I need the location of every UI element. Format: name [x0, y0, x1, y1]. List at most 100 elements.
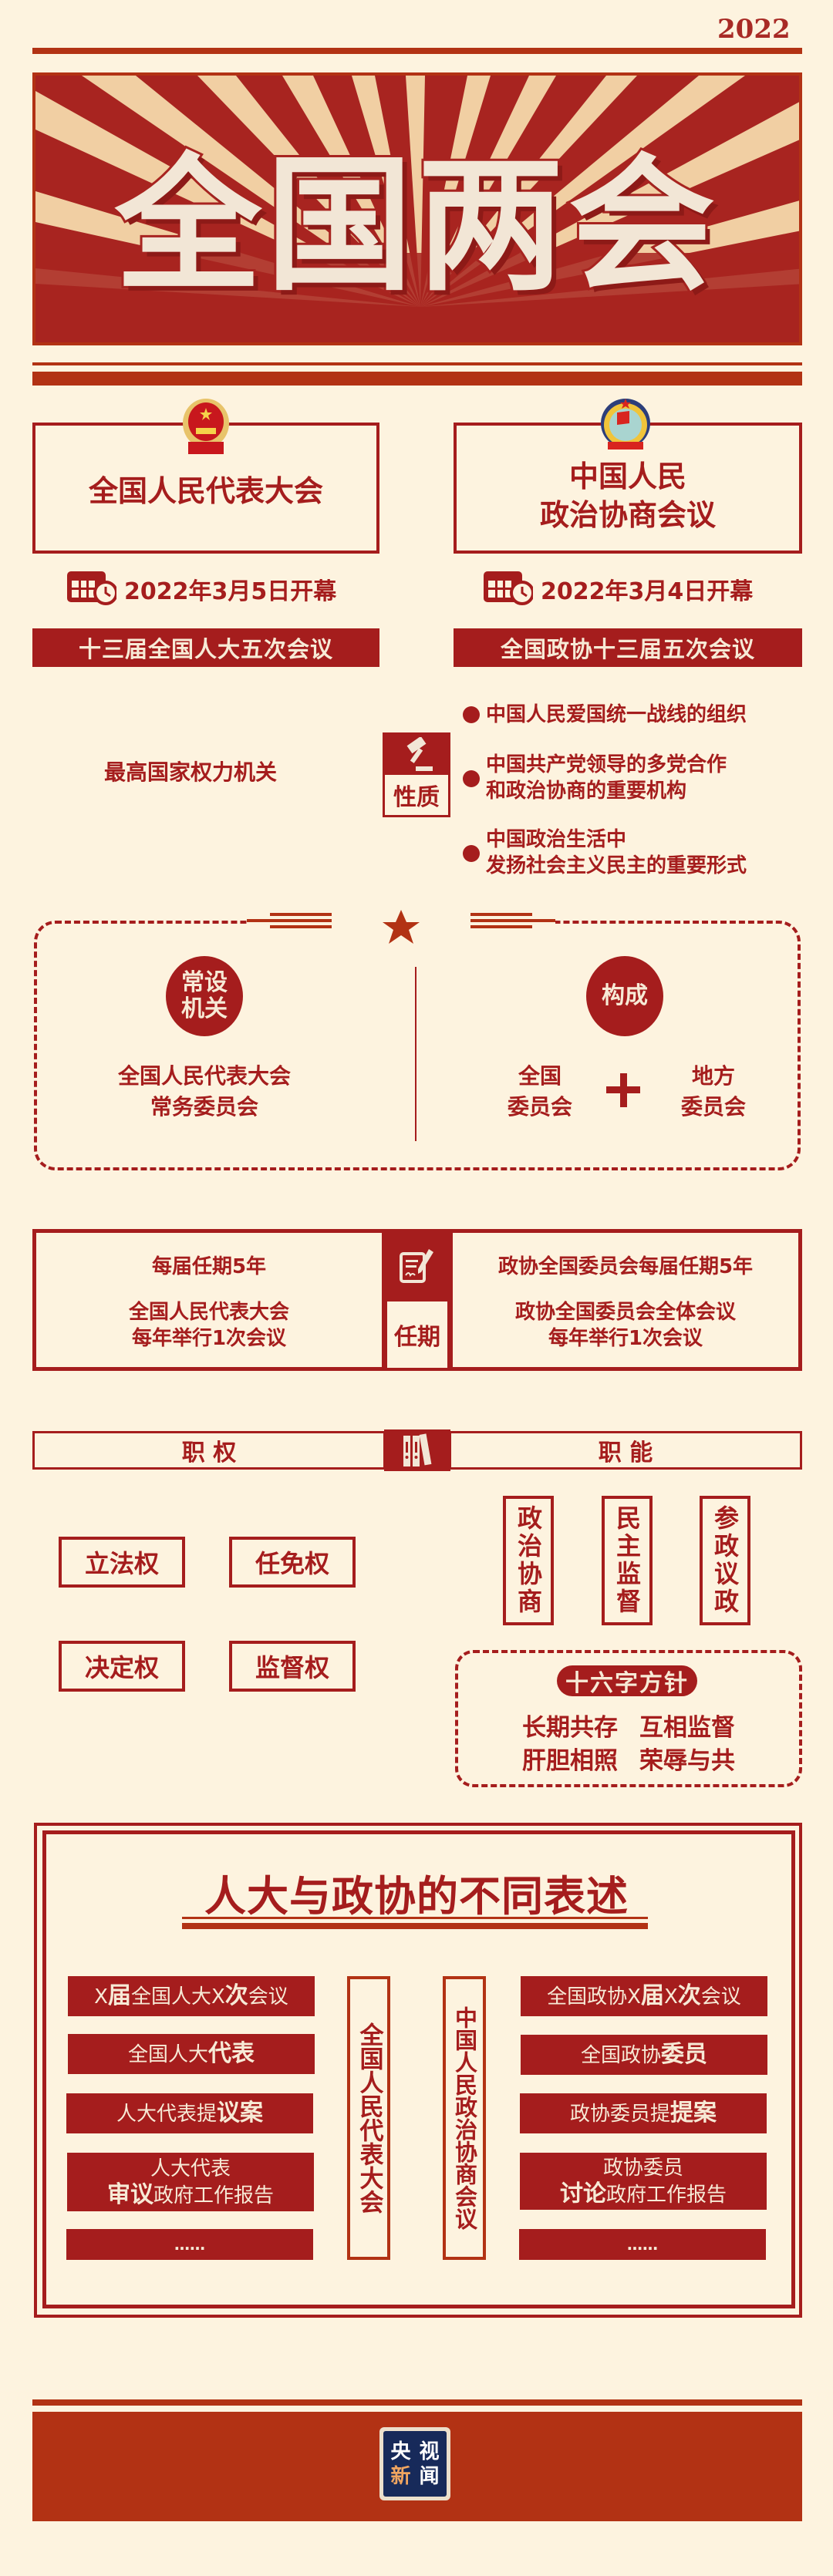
standing-body-badge: 常设机关 — [166, 956, 243, 1036]
calendar-clock-icon — [66, 567, 118, 611]
calendar-clock-icon — [482, 567, 535, 611]
meeting-line: 政协全国委员会全体会议 — [514, 1301, 736, 1324]
logo-char: 视 — [419, 2440, 440, 2463]
cppcc-term: 政协全国委员会每届任期5年 — [497, 1255, 754, 1278]
function-political-participation: 参政议政 — [700, 1496, 750, 1625]
cppcc-meeting: 政协全国委员会全体会议 每年举行1次会议 — [449, 1299, 802, 1352]
npc-session-bar: 十三届全国人大五次会议 — [32, 628, 379, 667]
npc-expr-review: 人大代表 审议政府工作报告 — [67, 2153, 314, 2211]
nature-line: 发扬社会主义民主的重要形式 — [486, 854, 747, 877]
badge-line: 常设 — [181, 969, 228, 996]
term-label: 任期 — [387, 1301, 447, 1368]
sixteen-character-box — [455, 1650, 802, 1787]
gavel-icon — [385, 735, 448, 775]
meeting-line: 每年举行1次会议 — [131, 1327, 287, 1350]
thin-divider — [32, 362, 802, 365]
nature-line: 中国人民爱国统一战线的组织 — [486, 703, 747, 726]
npc-term-box — [32, 1229, 386, 1371]
npc-date-row: 2022年3月5日开幕 — [66, 567, 336, 611]
cppcc-expr-more: …… — [519, 2229, 766, 2260]
sixteen-row-1: 长期共存 互相监督 — [455, 1708, 802, 1743]
power-legislative: 立法权 — [59, 1537, 185, 1588]
nature-tag: 性质 — [383, 732, 450, 817]
cppcc-nature-item-2: 中国共产党领导的多党合作 和政治协商的重要机构 — [463, 752, 727, 804]
nature-line: 中国共产党领导的多党合作 — [486, 753, 727, 776]
policy-phrase: 长期共存 — [522, 1714, 618, 1742]
hero-banner: 全国两会 — [32, 72, 802, 345]
expressions-title: 人大与政协的不同表述 — [204, 1872, 629, 1921]
functions-header: 职 能 — [449, 1431, 802, 1470]
star-ornament — [247, 910, 555, 948]
comp-line: 地方 — [691, 1063, 735, 1089]
policy-phrase: 荣辱与共 — [639, 1747, 735, 1775]
top-divider — [32, 48, 802, 54]
power-supervision: 监督权 — [229, 1641, 356, 1692]
bullet-dot — [463, 706, 480, 723]
cctv-news-logo[interactable]: 央 视 新 闻 — [379, 2427, 450, 2500]
cppcc-expr-discuss: 政协委员 讨论政府工作报告 — [520, 2153, 767, 2210]
sixteen-row-2: 肝胆相照 荣辱与共 — [455, 1741, 802, 1776]
sunburst-rays-graphic — [35, 76, 799, 342]
title-underline-thick — [182, 1923, 648, 1929]
power-decision: 决定权 — [59, 1641, 185, 1692]
year-label: 2022 — [717, 14, 791, 45]
cppcc-vertical-name: 中国人民政治协商会议 — [443, 1976, 486, 2260]
logo-char: 央 — [390, 2440, 411, 2463]
comp-line: 全国 — [518, 1063, 562, 1089]
expressions-frame-inner — [42, 1830, 795, 2308]
footer-bar: 央 视 新 闻 — [32, 2412, 802, 2521]
national-committee: 全国 委员会 — [486, 1061, 594, 1123]
badge-line: 构成 — [602, 982, 648, 1009]
power-appointment: 任免权 — [229, 1537, 356, 1588]
npc-vertical-name: 全国人民代表大会 — [347, 1976, 390, 2260]
logo-char: 新 — [390, 2464, 411, 2488]
standing-line: 常务委员会 — [150, 1094, 258, 1120]
term-tag: 任期 — [384, 1229, 450, 1371]
meeting-line: 每年举行1次会议 — [548, 1327, 703, 1350]
cppcc-nature-item-3: 中国政治生活中 发扬社会主义民主的重要形式 — [463, 827, 747, 879]
thick-divider — [32, 372, 802, 386]
cppcc-session-bar: 全国政协十三届五次会议 — [454, 628, 802, 667]
powers-header: 职 权 — [32, 1431, 386, 1470]
bullet-dot — [463, 770, 480, 787]
npc-name: 全国人民代表大会 — [88, 473, 323, 508]
banner-title: 全国两会 — [113, 140, 720, 311]
comp-line: 委员会 — [680, 1094, 746, 1120]
cppcc-name-line1: 中国人民 — [568, 460, 686, 493]
npc-meeting: 全国人民代表大会 每年举行1次会议 — [32, 1299, 386, 1352]
cppcc-nature-item-1: 中国人民爱国统一战线的组织 — [463, 702, 747, 728]
cppcc-date-row: 2022年3月4日开幕 — [482, 567, 753, 611]
function-political-consultation: 政治协商 — [503, 1496, 554, 1625]
cppcc-term-box — [449, 1229, 802, 1371]
npc-term: 每届任期5年 — [151, 1255, 267, 1278]
standing-line: 全国人民代表大会 — [117, 1063, 291, 1089]
bullet-dot — [463, 845, 480, 862]
national-emblem-icon — [179, 397, 233, 459]
policy-phrase: 肝胆相照 — [522, 1747, 618, 1775]
policy-phrase: 互相监督 — [639, 1714, 735, 1742]
cppcc-expr-proposal: 政协委员提提案 — [520, 2093, 767, 2133]
footer-divider — [32, 2399, 802, 2406]
logo-char: 闻 — [419, 2464, 440, 2488]
cppcc-name-line2: 政治协商会议 — [539, 498, 716, 532]
standing-composition-box — [34, 921, 801, 1170]
sixteen-title: 十六字方针 — [557, 1665, 697, 1697]
standing-body-name: 全国人民代表大会 常务委员会 — [69, 1061, 339, 1123]
composition-badge: 构成 — [586, 956, 663, 1036]
function-democratic-supervision: 民主监督 — [602, 1496, 653, 1625]
cppcc-expr-session: 全国政协X届X次会议 — [521, 1976, 767, 2016]
cppcc-expr-member: 全国政协委员 — [521, 2035, 767, 2075]
binders-icon — [384, 1429, 450, 1471]
cppcc-opening-date: 2022年3月4日开幕 — [541, 578, 754, 605]
plus-icon — [606, 1073, 640, 1107]
contract-pen-icon — [387, 1232, 447, 1301]
npc-expr-more: …… — [66, 2229, 313, 2260]
npc-opening-date: 2022年3月5日开幕 — [124, 578, 337, 605]
vertical-divider — [415, 967, 416, 1141]
meeting-line: 全国人民代表大会 — [128, 1301, 289, 1324]
local-committee: 地方 委员会 — [659, 1061, 767, 1123]
cppcc-emblem-icon — [599, 397, 653, 459]
npc-expr-bill: 人大代表提议案 — [66, 2093, 313, 2133]
npc-expr-session: X届全国人大X次会议 — [68, 1976, 315, 2016]
comp-line: 委员会 — [507, 1094, 572, 1120]
